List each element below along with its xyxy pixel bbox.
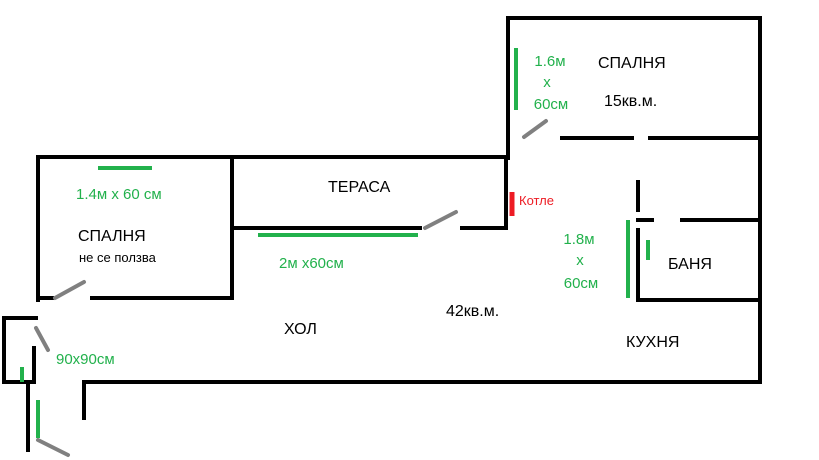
walls	[2, 16, 762, 452]
room-area-hall: 42кв.м.	[446, 303, 499, 320]
room-label-kitchen: КУХНЯ	[626, 334, 679, 351]
dimension-kitchen-x: x	[576, 252, 584, 269]
door-entrance	[36, 438, 70, 457]
door-terrace	[423, 210, 458, 230]
doors	[34, 119, 548, 457]
door-right-bedroom	[522, 119, 548, 139]
dimension-right-bedroom-x: x	[543, 74, 551, 91]
room-label-bedroom-right: СПАЛНЯ	[598, 55, 666, 72]
wardrobe-marks	[20, 48, 650, 438]
room-label-hall: ХОЛ	[284, 321, 317, 338]
heater-label: Котле	[519, 193, 554, 208]
dimension-kitchen-length: 1.8м	[563, 231, 594, 248]
door-left-bedroom	[53, 280, 86, 300]
room-label-bedroom-left: СПАЛНЯ	[78, 228, 146, 245]
room-label-bathroom: БАНЯ	[668, 256, 712, 273]
door-closet	[34, 326, 50, 352]
room-area-bedroom-right: 15кв.м.	[604, 93, 657, 110]
dimension-kitchen-depth: 60см	[564, 275, 599, 292]
dimension-hall: 2м x60см	[279, 255, 344, 272]
room-label-terrace: ТЕРАСА	[328, 179, 391, 196]
dimension-right-bedroom-depth: 60см	[534, 96, 569, 113]
room-note-bedroom-left: не се ползва	[79, 250, 157, 265]
dimension-left-bedroom: 1.4м x 60 см	[76, 186, 162, 203]
dimension-entrance: 90x90см	[56, 351, 115, 368]
dimension-right-bedroom-length: 1.6м	[534, 53, 565, 70]
